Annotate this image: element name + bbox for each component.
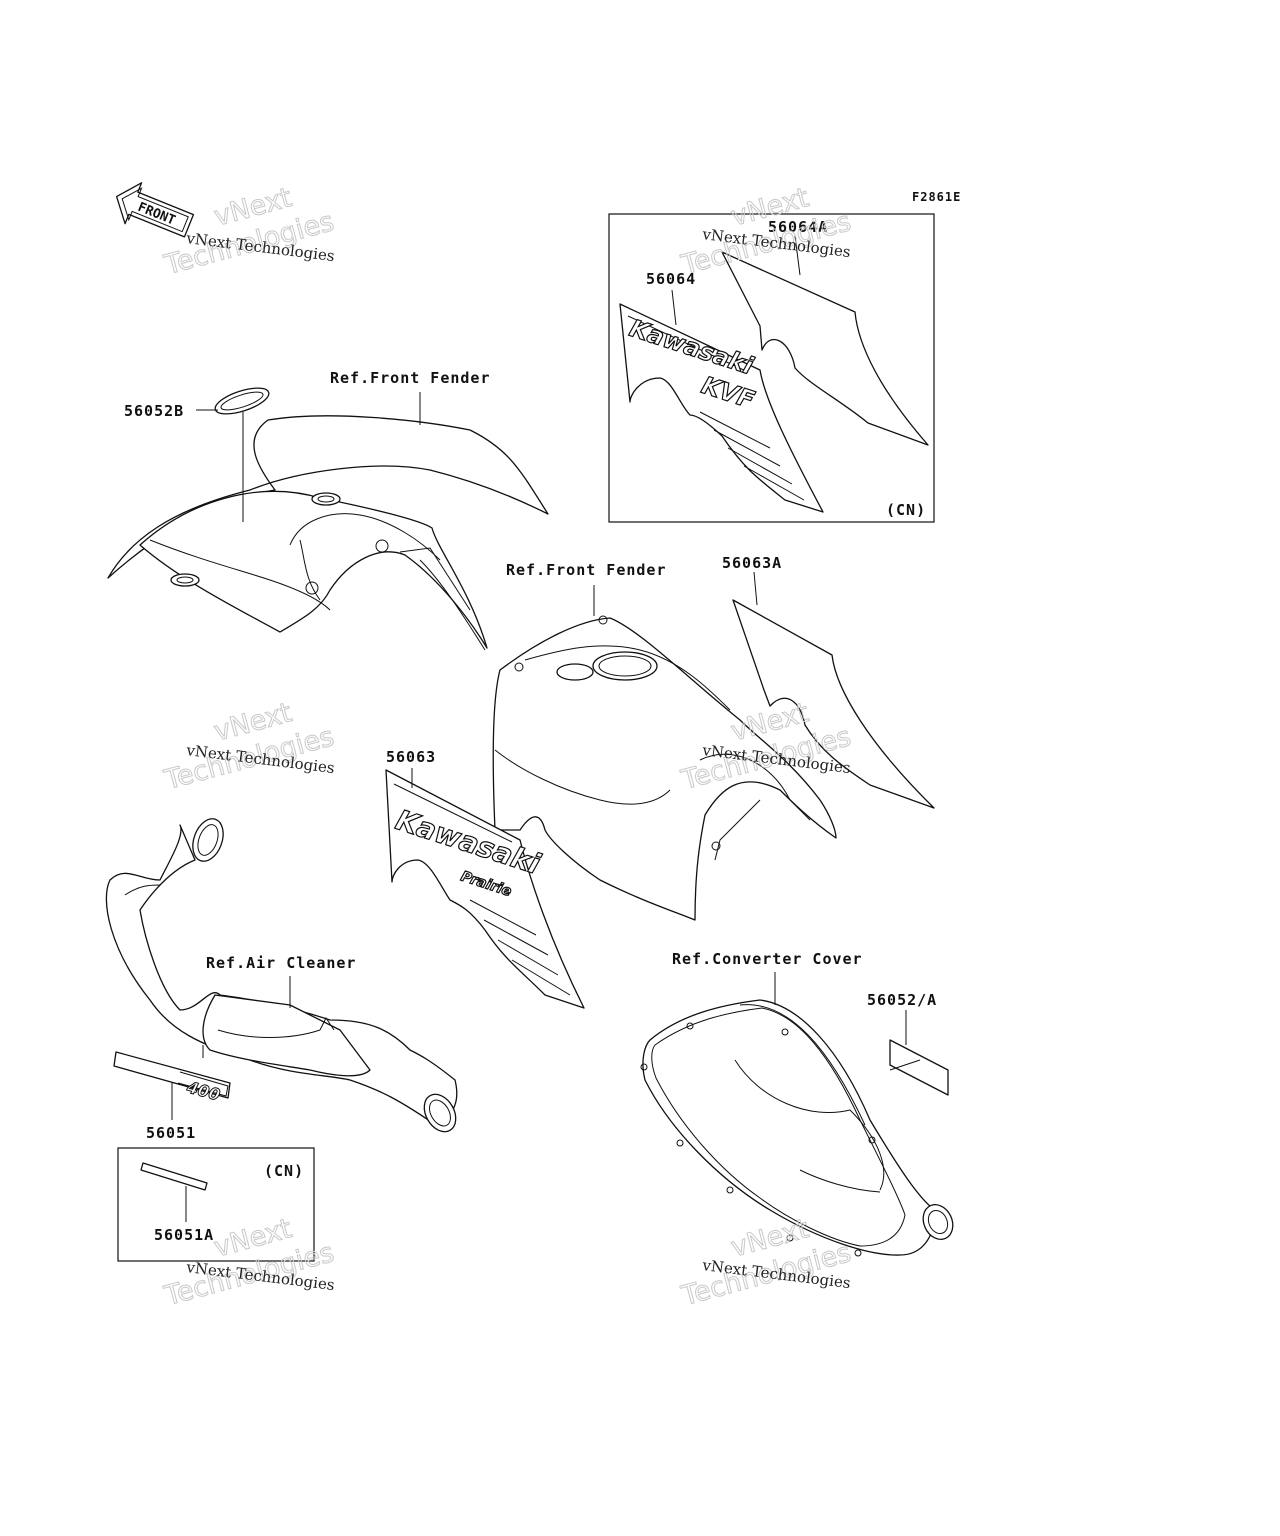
figure-code: F2861E [912, 190, 961, 204]
emblem-56052b [196, 387, 270, 522]
front-arrow-icon: FRONT [115, 182, 195, 238]
watermark-3: vNext Technologies [160, 697, 338, 797]
air-cleaner [105, 818, 458, 1133]
callout-ref-air-cleaner: Ref.Air Cleaner [206, 954, 356, 972]
watermark-5: vNext Technologies [160, 1213, 338, 1313]
decal-56063a [732, 599, 935, 809]
cn-decal-box-top: Kawasaki KVF 56064A 56064 (CN) [608, 213, 935, 523]
callout-56063a: 56063A [722, 554, 782, 572]
decal-56051a [140, 1162, 208, 1191]
callout-56051: 56051 [146, 1124, 196, 1142]
decal-56052a [889, 1039, 949, 1096]
callout-ref-front-fender-top: Ref.Front Fender [330, 369, 491, 387]
callout-ref-front-fender-mid: Ref.Front Fender [506, 561, 667, 579]
callout-56064: 56064 [646, 270, 696, 288]
callout-56063: 56063 [386, 748, 436, 766]
callout-56064a: 56064A [768, 218, 828, 236]
cn-decal-box-bottom: 56051A (CN) [117, 1147, 315, 1262]
callout-56051a: 56051A [154, 1226, 214, 1244]
callout-56052a: 56052/A [867, 991, 937, 1009]
callout-56052b: 56052B [124, 402, 184, 420]
converter-cover [640, 999, 954, 1257]
decal-56064 [619, 303, 824, 513]
watermark-2: vNext Technologies [677, 182, 855, 282]
callout-cn-bottom: (CN) [264, 1162, 304, 1180]
callout-cn-top: (CN) [886, 501, 926, 519]
front-fender-top [107, 415, 549, 651]
front-fender-mid [492, 615, 837, 921]
callout-ref-converter-cover: Ref.Converter Cover [672, 950, 863, 968]
decal-56064a [721, 251, 929, 446]
